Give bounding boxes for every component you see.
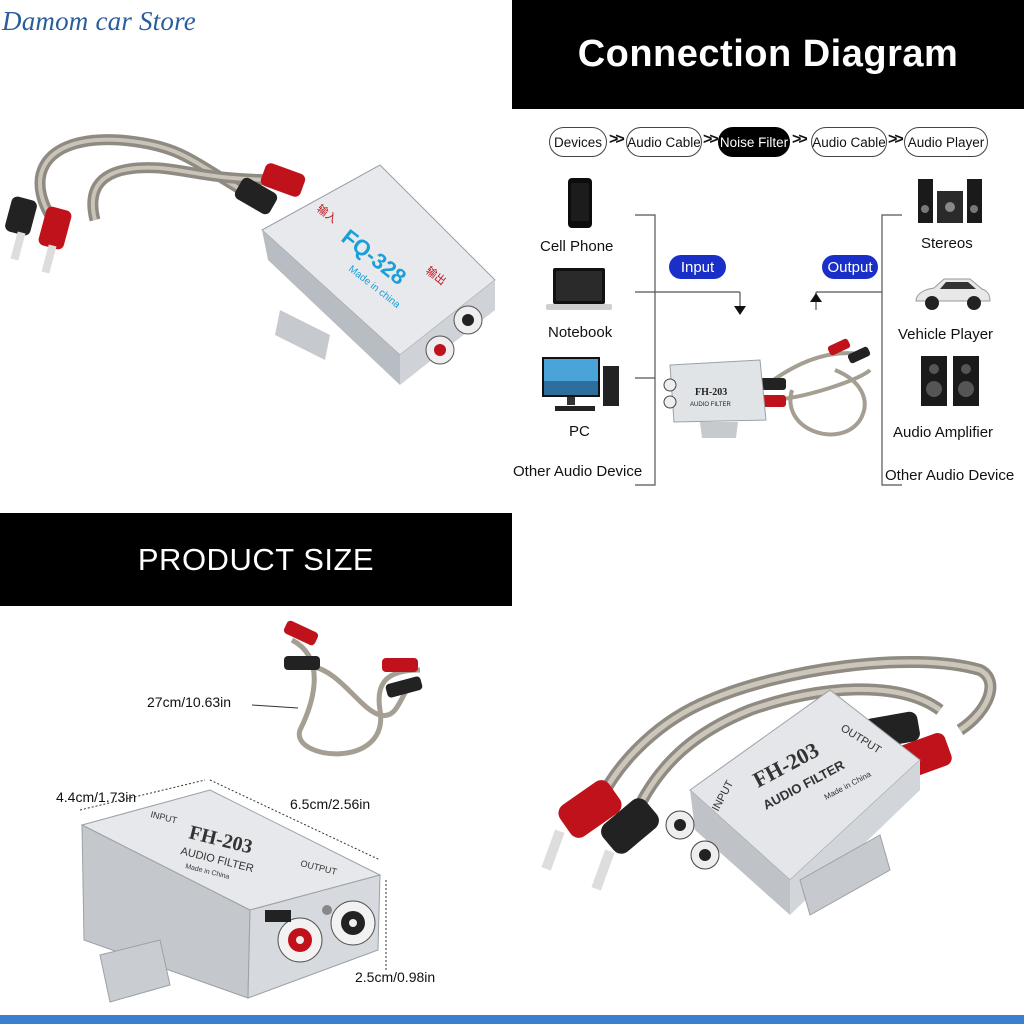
cable-size-image	[283, 620, 423, 757]
output-device-vehicle-player: Vehicle Player	[898, 326, 994, 343]
input-device-notebook: Notebook	[548, 324, 613, 341]
flow-chevron-1: >>	[609, 131, 625, 148]
flow-step-audio-cable-1: Audio Cable	[626, 127, 702, 157]
store-name: Damom car Store	[2, 6, 196, 36]
flow-chevron-2: >>	[703, 131, 719, 148]
cable-length-pointer	[251, 704, 299, 709]
flow-step-audio-cable-2: Audio Cable	[811, 127, 887, 157]
output-device-audio-amplifier: Audio Amplifier	[893, 424, 994, 441]
output-device-other: Other Audio Device	[885, 467, 1015, 484]
product-size-box-image: FH-203 AUDIO FILTER Made in China INPUT …	[79, 779, 387, 1003]
flow-step-devices: Devices	[549, 127, 607, 157]
flow-chevron-4: >>	[888, 131, 904, 148]
cell-phone-icon	[568, 178, 592, 228]
input-device-pc: PC	[569, 423, 590, 440]
flow-step-noise-filter: Noise Filter	[718, 127, 790, 157]
dim-height: 2.5cm/0.98in	[355, 969, 436, 985]
product-size-title: PRODUCT SIZE	[137, 541, 375, 577]
svg-text:FH-203: FH-203	[695, 387, 727, 398]
fh203-diagram-image: FH-203 AUDIO FILTER	[663, 338, 872, 438]
stereos-icon	[918, 179, 982, 223]
notebook-icon	[546, 268, 612, 310]
amplifier-icon	[921, 356, 979, 406]
diagram-lines	[635, 214, 902, 486]
fq328-product-image: FQ-328 Made in china 输入 输出	[5, 134, 496, 385]
dim-length: 6.5cm/2.56in	[290, 796, 371, 812]
input-device-other: Other Audio Device	[513, 463, 643, 480]
flow-chevron-3: >>	[792, 131, 808, 148]
input-pill: Input	[669, 255, 726, 279]
flow-step-audio-player: Audio Player	[904, 127, 988, 157]
pc-icon	[542, 357, 619, 411]
vehicle-icon	[915, 278, 991, 310]
connection-diagram-title: Connection Diagram	[577, 33, 959, 75]
input-device-cell-phone: Cell Phone	[540, 238, 614, 255]
connection-diagram-banner: Connection Diagram	[512, 0, 1024, 109]
output-device-stereos: Stereos	[921, 235, 973, 252]
fh203-product-image: FH-203 AUDIO FILTER Made in China INPUT …	[541, 655, 997, 916]
product-size-banner: PRODUCT SIZE	[0, 513, 512, 606]
dim-cable-length: 27cm/10.63in	[147, 694, 232, 710]
svg-text:AUDIO FILTER: AUDIO FILTER	[690, 402, 732, 408]
output-pill: Output	[822, 255, 878, 279]
bottom-accent-bar	[0, 1015, 1024, 1024]
